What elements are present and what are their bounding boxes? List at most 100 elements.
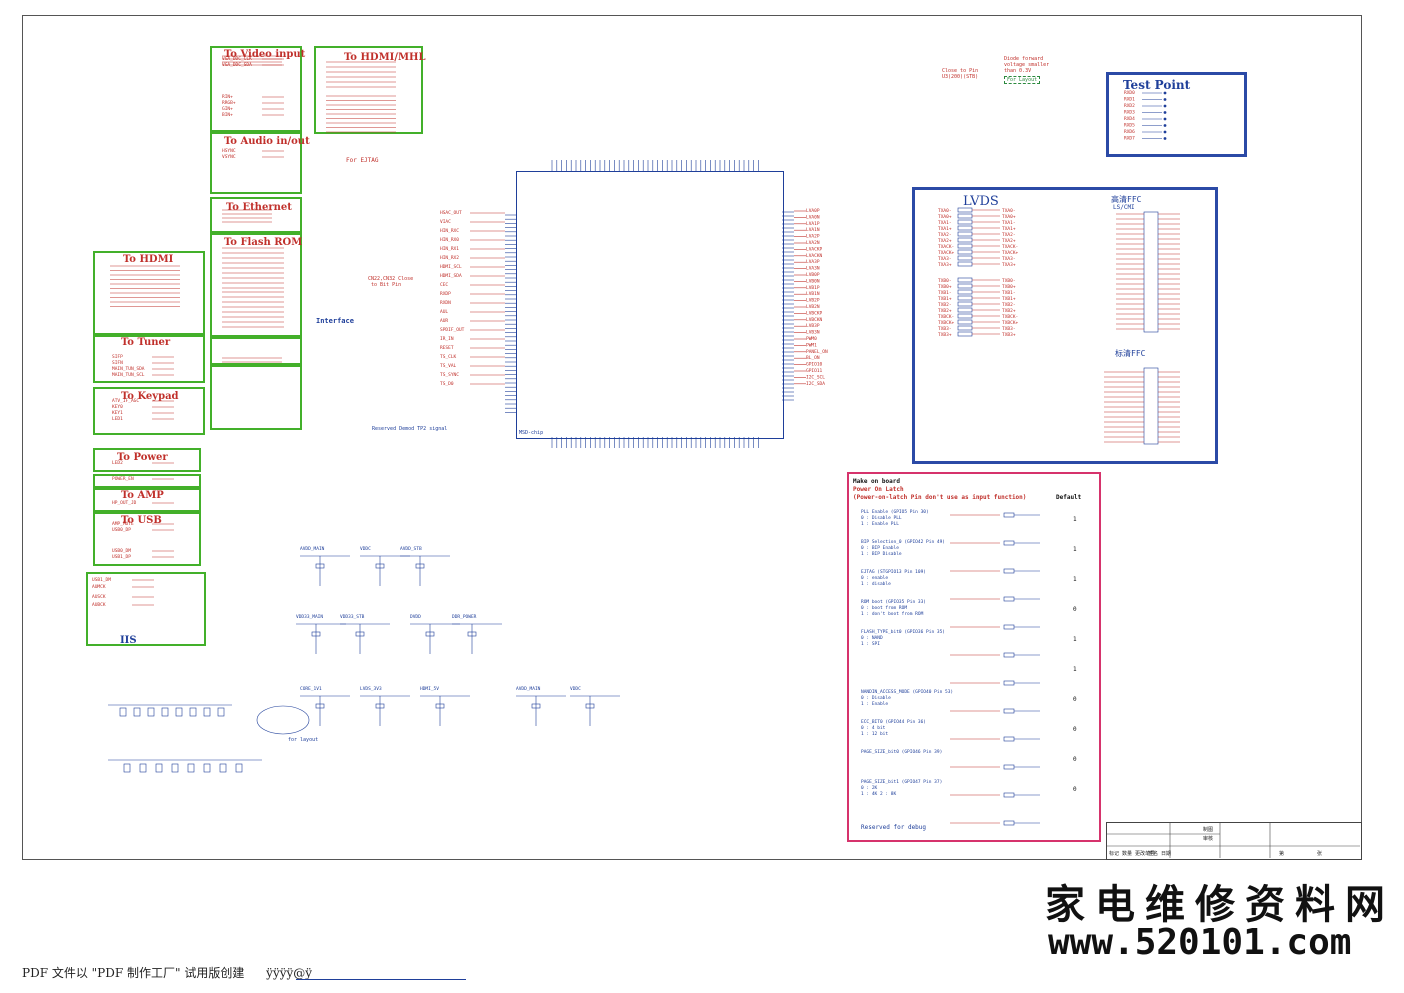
- iis-box: IIS: [86, 572, 206, 646]
- test-point-box: Test Point: [1106, 72, 1247, 157]
- latch-row-option: 0 : boot from ROM: [861, 606, 908, 611]
- power-rail-label: LVDS_3V3: [360, 686, 382, 692]
- title-block-checked: 审核: [1203, 836, 1214, 842]
- lvds-net: TXACK-: [1002, 244, 1018, 250]
- capacitor: [375, 703, 385, 709]
- reserved-demod-label: Reserved Demod TP2 signal: [372, 426, 448, 432]
- flash-box: To Flash ROM: [210, 233, 302, 337]
- resistor: [957, 277, 973, 283]
- ejtag-label: For EJTAG: [346, 157, 379, 164]
- left-net-label: HSYNC: [222, 148, 236, 154]
- close-to-ic-note: CN22,CN32 Close to Bit Pin: [368, 276, 414, 288]
- title-block-header: 签名: [1148, 851, 1159, 857]
- chip-right-net: PWM1: [806, 342, 817, 348]
- lvds-net: TXB1+: [938, 296, 952, 302]
- latch-row-name: PLL Enable (GPIO5 Pin 30): [861, 510, 929, 515]
- capacitor: [219, 763, 227, 773]
- schematic-sheet: [22, 15, 1362, 860]
- test-point-pad: [1163, 98, 1167, 101]
- left-net-label: RIN+: [222, 94, 233, 100]
- capacitor: [435, 703, 445, 709]
- left-net-label: SIFP: [112, 354, 123, 360]
- lvds-net: TXB1-: [938, 290, 952, 296]
- lvds-net: TXA3+: [1002, 262, 1016, 268]
- chip-right-net: BL_ON: [806, 355, 820, 361]
- chip-right-net: LVA0P: [806, 208, 820, 214]
- lvds-net: TXB3-: [938, 326, 952, 332]
- resistor: [957, 313, 973, 319]
- title-block-sheets: 张: [1317, 851, 1323, 857]
- usb-title: To USB: [121, 515, 162, 526]
- capacitor: [425, 631, 435, 637]
- capacitor: [147, 707, 155, 717]
- chip-right-net: GPIO10: [806, 362, 823, 368]
- capacitor: [119, 707, 127, 717]
- sd-ffc-label: 标清FFC: [1115, 349, 1146, 358]
- chip-left-net: RXDP: [440, 291, 451, 297]
- latch-row-option: 1 : Enable PLL: [861, 522, 899, 527]
- capacitor: [415, 563, 425, 569]
- left-net-label: KEY0: [112, 404, 123, 410]
- resistor: [957, 231, 973, 237]
- latch-row-name: EJTAG (STGPIO13 Pin 109): [861, 570, 927, 575]
- capacitor: [155, 763, 163, 773]
- latch-row-name: NANDIN_ACCESS_MODE (GPIO40 Pin 53): [861, 690, 954, 695]
- latch-row-default: 0: [1073, 786, 1077, 793]
- latch-row-option: 1 : SPI: [861, 642, 880, 647]
- lvds-net: TXA1-: [1002, 220, 1016, 226]
- title-block-drawn: 制图: [1203, 827, 1214, 833]
- left-net-label: SIFN: [112, 360, 123, 366]
- lvds-net: TXA3-: [1002, 256, 1016, 262]
- left-net-label: USB0_DM: [112, 548, 131, 554]
- test-point-net: RXD6: [1124, 129, 1135, 135]
- test-point-pad: [1163, 137, 1167, 140]
- lvds-net: TXBCK+: [1002, 320, 1019, 326]
- resistor: [957, 219, 973, 225]
- for-layout-note: For Layout: [1004, 76, 1041, 84]
- keypad-title: To Keypad: [121, 391, 179, 402]
- chip-left-net: AUR: [440, 318, 448, 324]
- latch-row-default: 1: [1073, 666, 1077, 673]
- capacitor: [217, 707, 225, 717]
- chip-right-net: PANEL_ON: [806, 349, 828, 355]
- lvds-net: TXB2-: [1002, 302, 1016, 308]
- watermark-cn: 家电维修资料网: [1045, 881, 1395, 928]
- video-input-box: To Video input: [210, 46, 305, 132]
- main-chip-label: MSD-chip: [519, 430, 544, 436]
- main-soc-chip: MSD-chip: [516, 171, 784, 439]
- keypad-box: To Keypad: [93, 387, 205, 435]
- resistor: [1003, 792, 1015, 798]
- left-net-label: KEY1: [112, 410, 123, 416]
- title-block-header: 更改单号: [1135, 851, 1156, 857]
- chip-right-net: LVBCKP: [806, 310, 823, 316]
- hdmi-box: To HDMI: [93, 251, 205, 335]
- chip-left-net: RESET: [440, 345, 454, 351]
- chip-left-net: TS_CLK: [440, 354, 457, 360]
- resistor: [957, 225, 973, 231]
- hdmi-title: To HDMI: [123, 254, 174, 265]
- lvds-title: LVDS: [963, 194, 999, 209]
- test-point-net: RXD7: [1124, 136, 1135, 142]
- resistor: [957, 295, 973, 301]
- lvds-net: TXBCK+: [938, 320, 955, 326]
- capacitor: [203, 707, 211, 717]
- left-net-label: RRGB+: [222, 100, 236, 106]
- footer-underline: [296, 979, 466, 980]
- resistor: [1003, 652, 1015, 658]
- latch-row-default: 1: [1073, 576, 1077, 583]
- lvds-net: TXB0-: [1002, 278, 1016, 284]
- chip-right-net: LVB1N: [806, 291, 820, 297]
- pdf-footer: PDF 文件以 "PDF 制作工厂" 试用版创建 ÿÿÿÿ@ÿ: [22, 964, 312, 981]
- hd-ffc-label: 高清FFC: [1111, 195, 1142, 204]
- chip-left-net: HSAC_OUT: [440, 210, 462, 216]
- power-rail-label: AVDD_MAIN: [516, 686, 541, 692]
- chip-right-net: GPIO11: [806, 368, 823, 374]
- chip-left-net: TS_VAL: [440, 363, 457, 369]
- resistor: [1003, 624, 1015, 630]
- capacitor: [203, 763, 211, 773]
- capacitor: [187, 763, 195, 773]
- capacitor: [171, 763, 179, 773]
- lvds-net: TXACK+: [1002, 250, 1019, 256]
- lvds-net: TXA2+: [1002, 238, 1016, 244]
